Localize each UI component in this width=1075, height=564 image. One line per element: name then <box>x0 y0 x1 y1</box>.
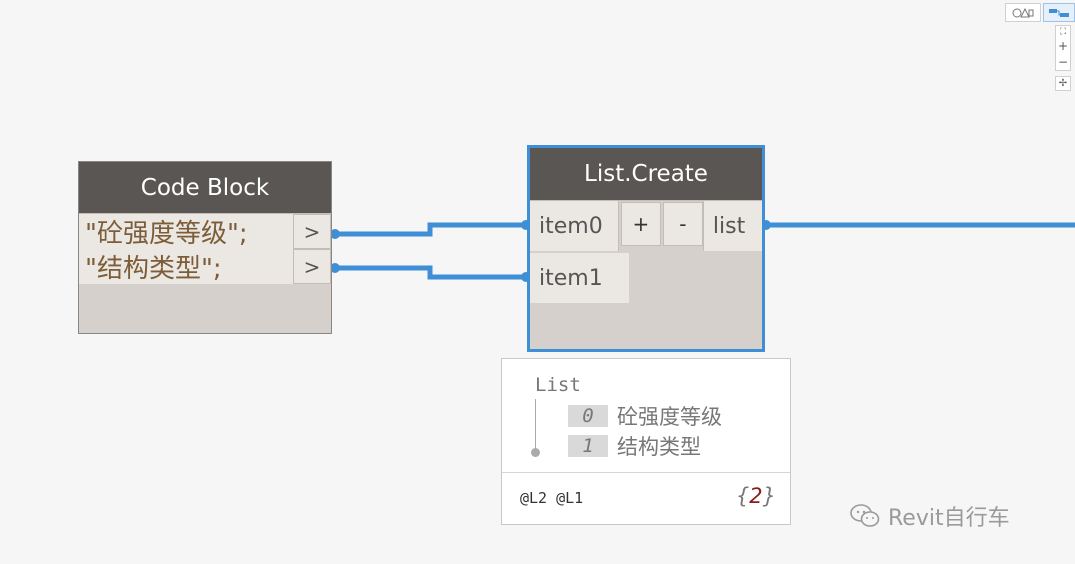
preview-levels[interactable]: @L2 @L1 <box>520 489 584 507</box>
graph-view-icon <box>1049 8 1069 17</box>
zoom-in-icon[interactable]: + <box>1057 39 1069 53</box>
preview-tree-end-dot <box>531 448 540 457</box>
count-number: 2 <box>749 484 763 508</box>
input-port-item0[interactable]: item0 <box>530 201 619 251</box>
code-block-title[interactable]: Code Block <box>79 162 331 213</box>
code-block-node[interactable]: Code Block "砼强度等级"; "结构类型"; > > <box>78 161 332 334</box>
view-toggle <box>1005 3 1075 22</box>
input-port-item1[interactable]: item1 <box>530 253 629 303</box>
wire-line1-to-item0[interactable] <box>335 222 526 237</box>
preview-divider <box>502 472 790 473</box>
count-close-brace: } <box>762 484 776 508</box>
list-create-node[interactable]: List.Create item0 + - list item1 <box>527 145 765 352</box>
code-line-1[interactable]: "砼强度等级"; <box>79 214 293 249</box>
preview-index: 0 <box>568 405 608 427</box>
wire-line2-to-item1[interactable] <box>335 265 526 280</box>
node-preview-bubble[interactable]: List 0 砼强度等级 1 结构类型 @L2 @L1 {2} <box>501 358 791 525</box>
preview-root-label: List <box>535 374 581 396</box>
zoom-out-icon[interactable]: − <box>1057 55 1069 69</box>
preview-tree-line <box>535 399 536 453</box>
code-block-output-port-1[interactable]: > <box>293 214 331 249</box>
remove-input-button[interactable]: - <box>662 202 703 246</box>
port-dot-out-1 <box>330 263 340 273</box>
preview-value: 结构类型 <box>617 435 701 459</box>
preview-value: 砼强度等级 <box>617 405 722 429</box>
port-dot-out-0 <box>330 229 340 239</box>
pan-icon[interactable]: ✢ <box>1055 76 1071 91</box>
wechat-icon <box>850 504 880 527</box>
add-input-button[interactable]: + <box>620 202 661 246</box>
watermark: Revit自行车 <box>850 500 1010 532</box>
list-create-title[interactable]: List.Create <box>530 148 762 201</box>
graph-view-button[interactable] <box>1043 3 1075 22</box>
preview-count: {2} <box>736 484 776 508</box>
preview-item-0: 0 砼强度等级 <box>568 401 722 431</box>
code-block-output-port-2[interactable]: > <box>293 249 331 284</box>
zoom-controls: ⛶ + − <box>1055 25 1071 71</box>
zoom-fit-icon[interactable]: ⛶ <box>1059 27 1067 37</box>
preview-item-1: 1 结构类型 <box>568 431 701 461</box>
output-port-list[interactable]: list <box>702 201 762 251</box>
count-open-brace: { <box>735 484 750 508</box>
watermark-text: Revit自行车 <box>888 506 1010 531</box>
geometry-view-button[interactable] <box>1005 3 1041 22</box>
code-line-2[interactable]: "结构类型"; <box>79 249 293 284</box>
geometry-view-icon <box>1012 7 1034 17</box>
preview-index: 1 <box>568 435 608 457</box>
